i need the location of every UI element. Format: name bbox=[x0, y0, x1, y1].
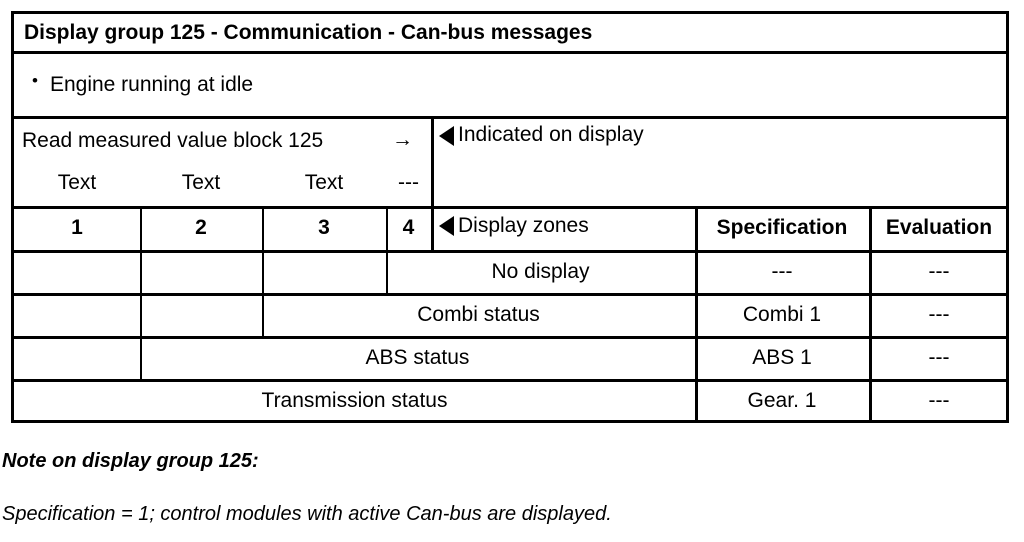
indicated-on-display-panel: Indicated on display bbox=[431, 119, 1006, 206]
precondition-text: Engine running at idle bbox=[49, 73, 254, 96]
zone-label: ABS status bbox=[365, 346, 470, 369]
specification-value: Combi 1 bbox=[742, 303, 822, 326]
read-block-label: Read measured value block 125 bbox=[22, 129, 324, 152]
display-group-table: Display group 125 - Communication - Can-… bbox=[11, 11, 1009, 423]
read-block-field-3: Text bbox=[304, 171, 344, 194]
display-field-number-2: 2 bbox=[195, 216, 207, 239]
specification-value: ABS 1 bbox=[752, 346, 812, 369]
zone-label: Combi status bbox=[417, 303, 540, 326]
divider-row-3-bottom bbox=[14, 379, 1006, 382]
read-block-field-2: Text bbox=[181, 171, 221, 194]
evaluation-value: --- bbox=[928, 389, 950, 412]
read-block-field-4: --- bbox=[398, 171, 419, 194]
indicated-on-display-label: Indicated on display bbox=[458, 123, 644, 146]
evaluation-value: --- bbox=[928, 303, 950, 326]
note-body: Specification = 1; control modules with … bbox=[2, 503, 612, 525]
display-field-number-4: 4 bbox=[402, 216, 415, 239]
divider-title-bottom bbox=[14, 51, 1006, 54]
table-title-row: Display group 125 - Communication - Can-… bbox=[14, 14, 1006, 51]
divider-col-1-2 bbox=[140, 206, 142, 379]
divider-zones-specification bbox=[695, 206, 698, 423]
table-row: Transmission status Gear. 1 --- bbox=[14, 379, 1006, 422]
bullet-icon: • bbox=[32, 70, 38, 90]
divider-row-1-bottom bbox=[14, 293, 1006, 296]
read-measured-value-block: Read measured value block 125 → Text Tex… bbox=[14, 119, 431, 206]
left-triangle-icon bbox=[439, 216, 454, 236]
display-field-number-3: 3 bbox=[318, 216, 330, 239]
divider-precondition-bottom bbox=[14, 116, 1006, 119]
table-row: ABS status ABS 1 --- bbox=[14, 336, 1006, 379]
divider-readblock-bottom bbox=[14, 206, 1006, 209]
divider-row-2-bottom bbox=[14, 336, 1006, 339]
specification-value: Gear. 1 bbox=[747, 389, 817, 412]
specification-header: Specification bbox=[716, 216, 848, 239]
precondition-row: • Engine running at idle bbox=[14, 54, 1006, 116]
read-block-field-1: Text bbox=[57, 171, 97, 194]
page-title: Display group 125 - Communication - Can-… bbox=[24, 20, 593, 44]
divider-col-3-4 bbox=[386, 206, 388, 293]
divider-header-bottom bbox=[14, 250, 1006, 253]
evaluation-header: Evaluation bbox=[885, 216, 993, 239]
table-row: Combi status Combi 1 --- bbox=[14, 293, 1006, 336]
column-header-row: 1 2 3 4 Display zones Specification Eval… bbox=[14, 206, 1006, 250]
evaluation-value: --- bbox=[928, 260, 950, 283]
display-field-number-1: 1 bbox=[71, 216, 83, 239]
right-arrow-icon: → bbox=[392, 128, 413, 151]
divider-specification-evaluation bbox=[869, 206, 872, 423]
note-heading: Note on display group 125: bbox=[2, 450, 259, 472]
specification-value: --- bbox=[771, 260, 793, 283]
read-block-header: Read measured value block 125 → bbox=[14, 119, 431, 163]
divider-readblock-indicated bbox=[431, 119, 434, 206]
indicated-on-display-row: Indicated on display bbox=[431, 119, 1006, 147]
divider-col-4-zones bbox=[431, 206, 434, 250]
evaluation-value: --- bbox=[928, 346, 950, 369]
display-zones-header: Display zones bbox=[439, 214, 589, 238]
left-triangle-icon bbox=[439, 126, 454, 146]
zone-label: No display bbox=[491, 260, 590, 283]
display-zones-label: Display zones bbox=[458, 214, 589, 237]
divider-col-2-3 bbox=[262, 206, 264, 336]
table-row: No display --- --- bbox=[14, 250, 1006, 293]
zone-label: Transmission status bbox=[261, 389, 448, 412]
read-block-fields: Text Text Text --- bbox=[14, 163, 431, 206]
